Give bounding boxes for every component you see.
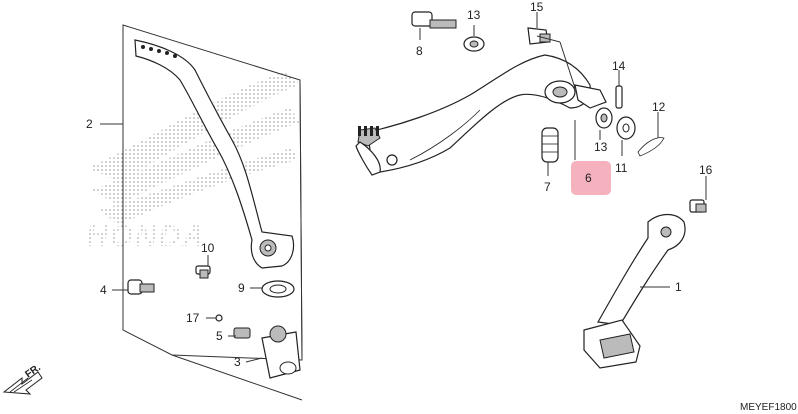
fr-direction-marker: FR. xyxy=(2,362,43,395)
callout-8[interactable]: 8 xyxy=(416,44,423,58)
brake-pedal-teeth xyxy=(358,126,379,136)
callout-2[interactable]: 2 xyxy=(86,117,93,131)
kick-boss-3 xyxy=(261,325,301,379)
callout-1[interactable]: 1 xyxy=(675,280,682,294)
kick-pedal-teeth xyxy=(141,45,177,58)
pin-14 xyxy=(615,85,623,109)
washer-13-top xyxy=(463,36,485,52)
callout-16[interactable]: 16 xyxy=(699,163,713,177)
callout-13-top[interactable]: 13 xyxy=(467,8,481,22)
bolt-5 xyxy=(233,327,251,339)
diagram-code: MEYEF1800 xyxy=(740,402,797,413)
bolt-16 xyxy=(689,199,707,213)
kick-starter-arm xyxy=(134,39,295,269)
highlight-box-6 xyxy=(571,161,611,195)
callout-13-right[interactable]: 13 xyxy=(594,140,608,154)
bolt-8 xyxy=(411,11,457,29)
callout-5[interactable]: 5 xyxy=(216,329,223,343)
washer-13-right xyxy=(595,107,613,129)
callouts: 1 2 3 4 5 6 7 8 9 10 11 12 13 13 14 15 1… xyxy=(86,0,713,369)
watermark-text: HONDA xyxy=(86,220,206,253)
spring-7 xyxy=(541,127,559,163)
group-box-left xyxy=(122,24,303,401)
callout-11[interactable]: 11 xyxy=(615,161,628,175)
honda-wing-watermark: HONDA xyxy=(86,72,300,253)
callout-12[interactable]: 12 xyxy=(652,100,666,114)
callout-3[interactable]: 3 xyxy=(234,355,241,369)
bolt-15 xyxy=(527,27,551,45)
callout-15[interactable]: 15 xyxy=(530,0,544,14)
callout-4[interactable]: 4 xyxy=(100,283,107,297)
leader-lines xyxy=(100,12,707,363)
gear-shift-pedal xyxy=(583,213,686,369)
seal-9 xyxy=(261,280,295,298)
callout-10[interactable]: 10 xyxy=(201,241,215,255)
callout-17[interactable]: 17 xyxy=(186,311,200,325)
brake-pedal xyxy=(355,54,607,176)
cotter-pin-12 xyxy=(637,137,665,157)
callout-9[interactable]: 9 xyxy=(238,281,245,295)
ball-17 xyxy=(215,314,223,322)
callout-6[interactable]: 6 xyxy=(585,171,592,185)
washer-11 xyxy=(616,116,636,140)
bolt-10 xyxy=(195,265,211,279)
callout-7[interactable]: 7 xyxy=(544,180,551,194)
callout-14[interactable]: 14 xyxy=(612,59,626,73)
bolt-4 xyxy=(127,279,155,295)
